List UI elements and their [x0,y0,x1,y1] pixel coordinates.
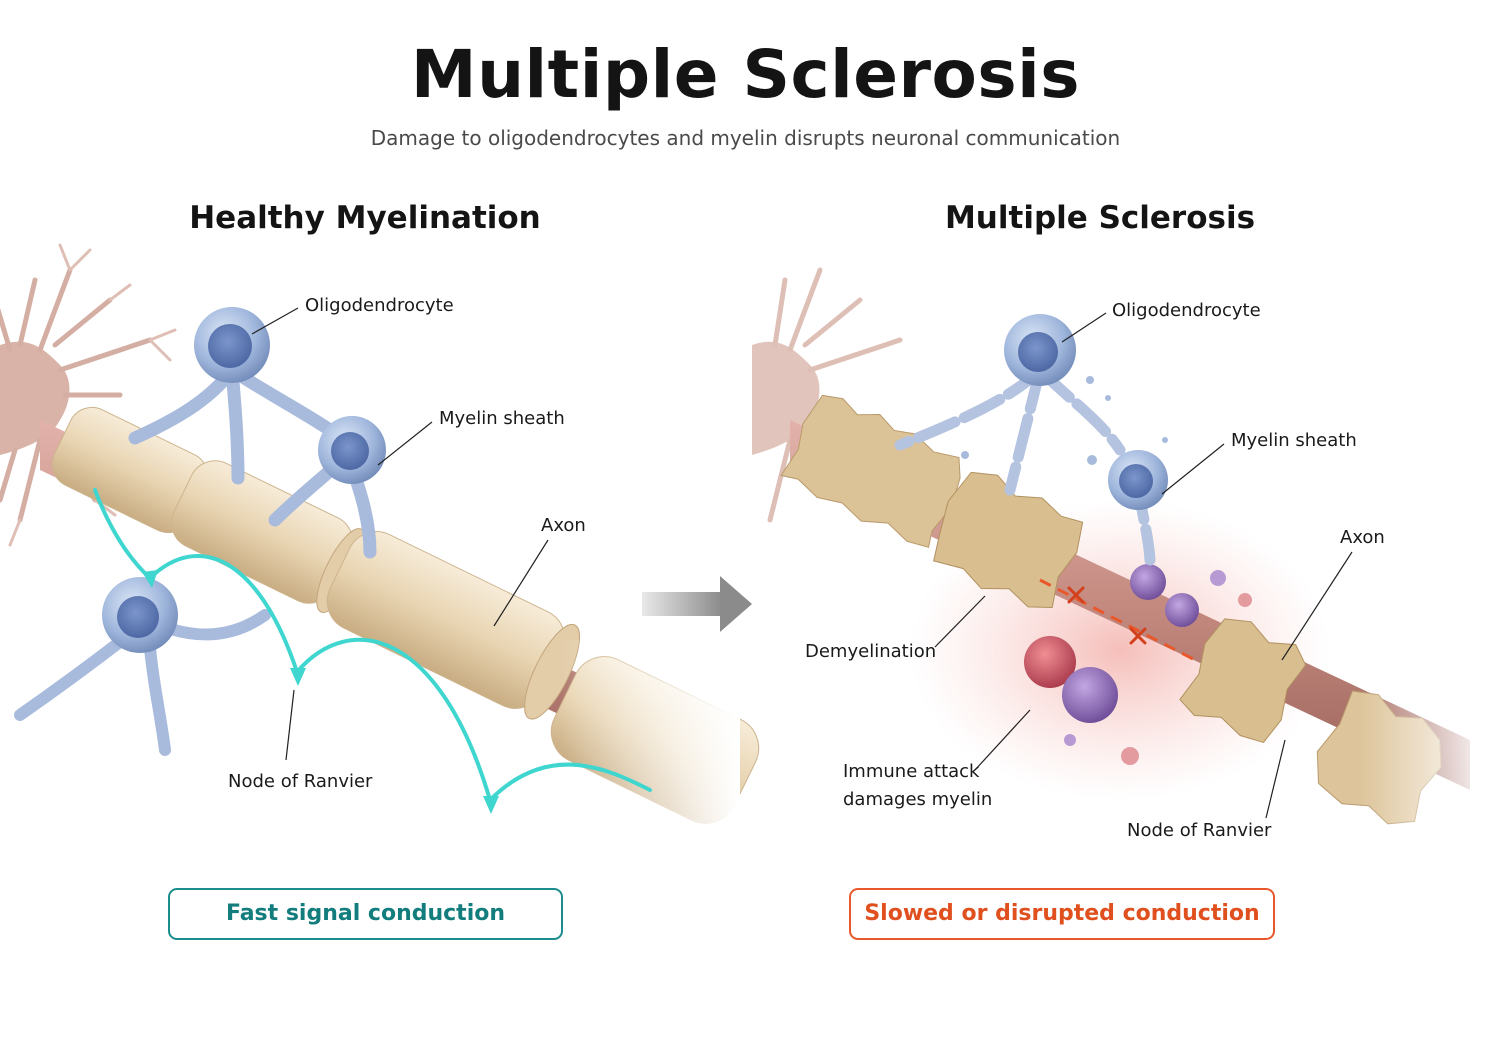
leader-lines-left [251,307,549,761]
status-badge-disease: Slowed or disrupted conduction [849,888,1275,940]
label-oligodendrocyte-left: Oligodendrocyte [305,295,454,316]
page-subtitle: Damage to oligodendrocytes and myelin di… [370,126,1121,150]
status-badge-healthy: Fast signal conduction [168,888,563,940]
oligodendrocyte-right [894,314,1168,566]
blocked-signal [1039,578,1196,662]
signal-arrowheads-left [142,570,499,814]
oligodendrocyte-left [14,307,386,756]
label-node-right: Node of Ranvier [1127,820,1272,841]
panel-title-disease: Multiple Sclerosis [944,200,1256,236]
label-node-left: Node of Ranvier [228,771,373,792]
x-mark-icon [1067,586,1147,645]
label-immune-line2: damages myelin [843,789,993,810]
label-axon-left: Axon [541,515,586,536]
label-myelin-left: Myelin sheath [439,408,565,429]
panel-title-healthy: Healthy Myelination [189,200,541,236]
leader-lines-right [934,312,1353,819]
label-oligodendrocyte-right: Oligodendrocyte [1112,300,1261,321]
immune-cells [1024,564,1252,765]
transition-arrow-icon [642,576,752,632]
label-myelin-right: Myelin sheath [1231,430,1357,451]
page-title: Multiple Sclerosis [410,36,1081,113]
label-demyelination: Demyelination [805,641,937,662]
label-immune-line1: Immune attack [843,761,980,782]
label-axon-right: Axon [1340,527,1385,548]
